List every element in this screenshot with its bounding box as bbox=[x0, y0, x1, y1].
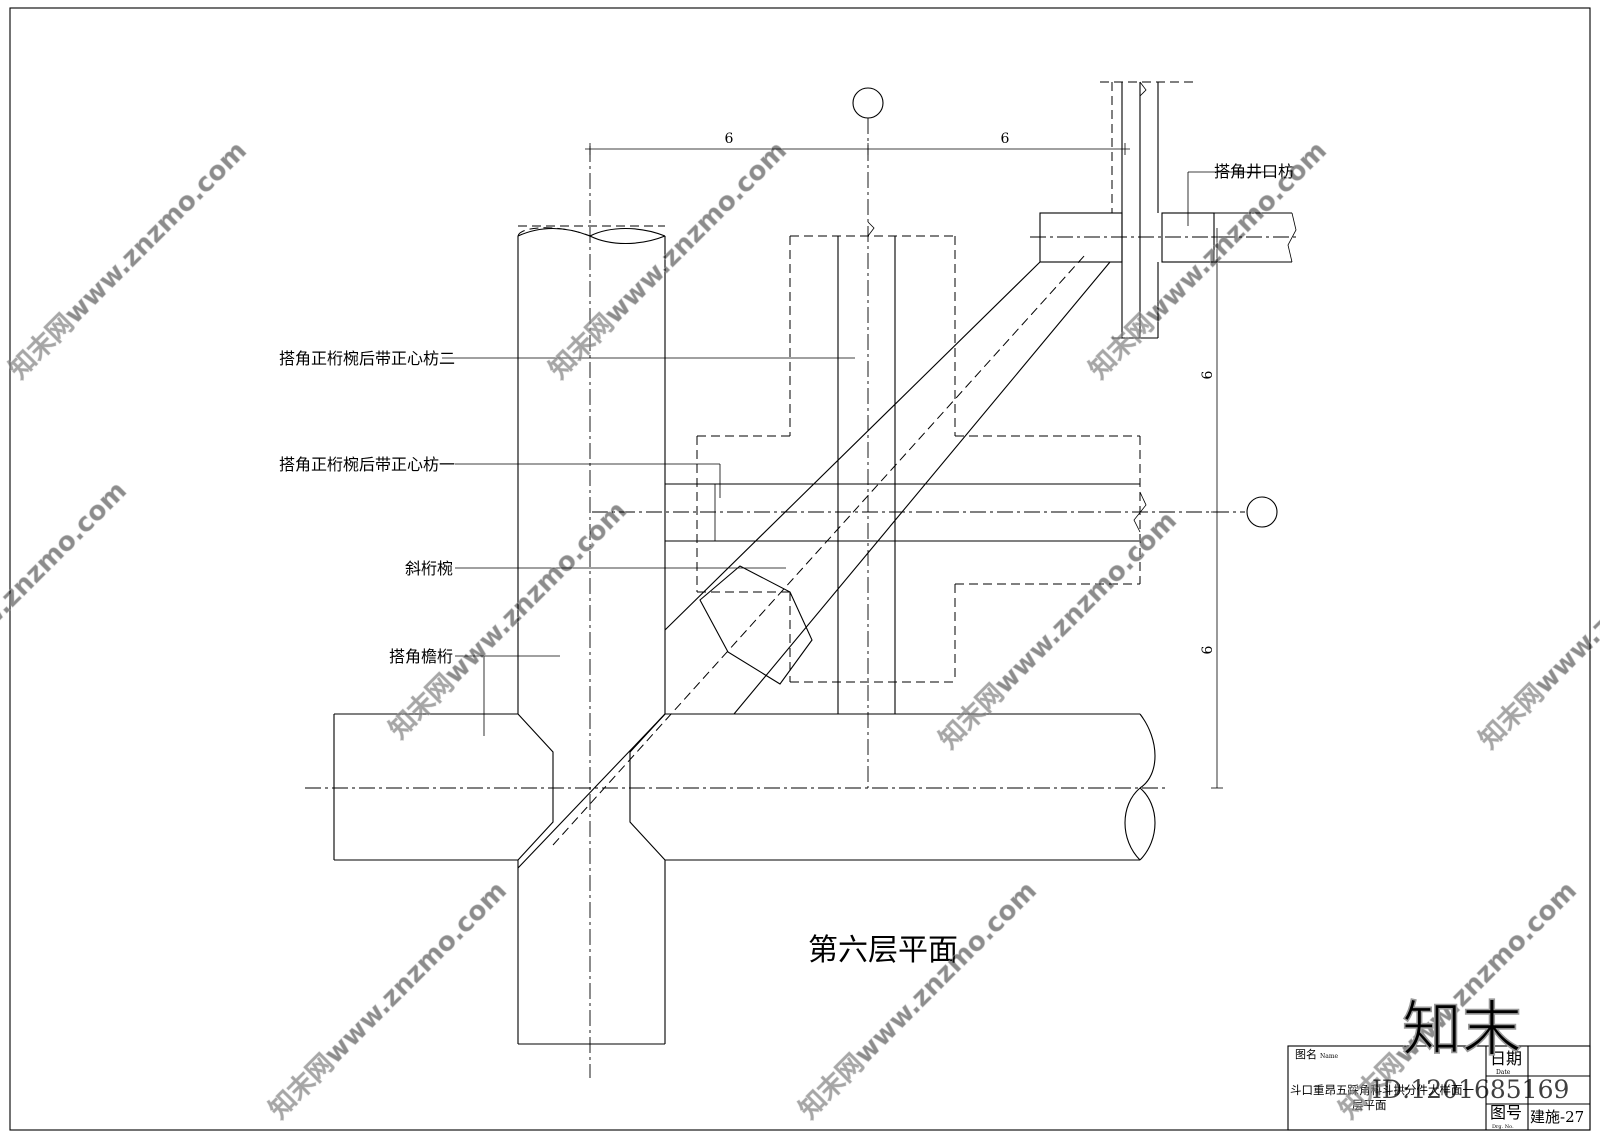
watermark-text: 知末网www.znzmo.com bbox=[544, 136, 793, 385]
title-block-date-label-en: Date bbox=[1496, 1069, 1511, 1076]
watermark-text: 知末网www.znzmo.com bbox=[934, 506, 1183, 755]
leader-lines bbox=[442, 171, 1275, 736]
title-block-drawing-no-label: 图号 bbox=[1490, 1103, 1522, 1122]
sheet-border bbox=[9, 7, 1591, 1131]
title-block bbox=[1287, 1045, 1591, 1131]
dimension-top-left: 6 bbox=[725, 131, 734, 147]
label-jiaoshen-fang: 搭角井口枋 bbox=[1214, 162, 1294, 181]
title-block-drawing-no: 建施-27 bbox=[1530, 1108, 1584, 1126]
axis-lines bbox=[305, 118, 1300, 1078]
title-block-name-label: 图名 bbox=[1295, 1047, 1317, 1061]
watermark-text: 知末网www.znzmo.com bbox=[264, 876, 513, 1125]
vertical-eave-purlin bbox=[517, 225, 666, 1045]
dimension-right-upper: 6 bbox=[1200, 370, 1216, 379]
axis-bubble-top bbox=[852, 87, 884, 119]
xie-heng-wan-outline bbox=[699, 565, 813, 685]
title-block-date-label: 日期 bbox=[1490, 1049, 1522, 1068]
watermark-id: ID:1201685169 bbox=[1372, 1075, 1569, 1104]
label-zheng-heng-er: 搭角正桁椀后带正心枋二 bbox=[279, 349, 455, 368]
title-block-drawing-name-2: 层平面 bbox=[1352, 1098, 1387, 1112]
label-xie-heng: 斜桁椀 bbox=[405, 559, 453, 578]
watermark-text: 知末网www.znzmo.com bbox=[1084, 136, 1333, 385]
watermark-text: 知末网www.znzmo.com bbox=[1474, 506, 1600, 755]
watermark-brand: 知末 bbox=[1402, 995, 1522, 1065]
drawing-title: 第六层平面 bbox=[808, 933, 958, 968]
watermark-layer: 知末网www.znzmo.com 知末网www.znzmo.com 知末网www… bbox=[0, 135, 1600, 1125]
title-block-name-label-en: Name bbox=[1320, 1053, 1339, 1060]
title-block-drawing-name-1: 斗口重昂五踩角科斗拱分件大样面一 bbox=[1290, 1083, 1474, 1097]
diagonal-purlin bbox=[517, 81, 1297, 869]
watermark-text: 知末网www.znzmo.com bbox=[794, 876, 1043, 1125]
title-block-drawing-no-label-en: Drg. No. bbox=[1492, 1124, 1514, 1130]
watermark-text: 知末网www.znzmo.com bbox=[4, 136, 253, 385]
zheng-xin-fang bbox=[665, 221, 1147, 714]
dimension-lines bbox=[585, 143, 1223, 789]
label-zheng-heng-yi: 搭角正桁椀后带正心枋一 bbox=[279, 455, 455, 474]
horizontal-eave-purlin bbox=[333, 713, 1156, 861]
dimension-top-right: 6 bbox=[1001, 131, 1010, 147]
dimension-right-lower: 6 bbox=[1200, 645, 1216, 654]
watermark-text: 知末网www.znzmo.com bbox=[0, 476, 133, 725]
axis-bubble-right bbox=[1246, 496, 1278, 528]
watermark-text: 知末网www.znzmo.com bbox=[384, 496, 633, 745]
label-yan-heng: 搭角檐桁 bbox=[389, 647, 453, 666]
